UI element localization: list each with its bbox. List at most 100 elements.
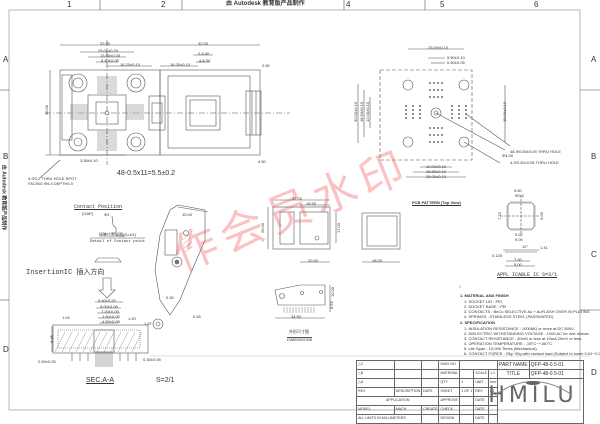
dim-label: 30.00 <box>44 104 50 116</box>
dim-label: 0.45 <box>193 314 201 319</box>
dim-label: 0.30 <box>166 295 174 300</box>
dim-label: 9.40±0.20 <box>98 298 116 303</box>
field-label: MATERIAL <box>438 369 461 379</box>
contact-detail-caption-cn: 接触位置详图(S=4/1) <box>99 232 137 237</box>
dim-label: 17.00 <box>336 222 342 234</box>
dim-label: 4.50 <box>258 159 266 164</box>
field-value <box>459 360 498 370</box>
dim-label: 1.04 <box>62 315 70 320</box>
dim-label: Φ0.3 <box>515 193 524 198</box>
dimensions-caption-cn: 外形尺寸图 <box>289 329 309 334</box>
dim-label: 0.125 <box>492 253 503 258</box>
dim-label: 7.20 <box>496 212 502 220</box>
header-cell: DATE <box>421 387 440 397</box>
dim-label: 16.20±0.10 <box>120 62 140 67</box>
callout: 4-Φ3.20±0.05 THRU HOLE <box>510 160 559 165</box>
zone-letter: D <box>591 368 597 377</box>
dim-label: 20.50 <box>308 258 319 263</box>
note-item: 2. DIELECTRIC WITHSTANDING VOLTAGE : 100… <box>464 331 590 336</box>
field-label: DWG NO <box>438 360 461 370</box>
dim-label: 4-6.30 <box>199 58 211 63</box>
dim-label: 1.41 <box>540 245 548 250</box>
part-name-value: QFP-48-0.5-01 <box>528 360 585 370</box>
dim-label: 10.00±0.10 <box>426 164 446 169</box>
dim-label: 8.40±0.08 <box>101 58 119 63</box>
note-item: 5. Life Span : 10,000 Times (Mechanical)… <box>464 346 538 351</box>
notes-section-title: 1. MATERIAL AND FINISH <box>460 293 509 298</box>
callout: 48-Φ0.55±0.05 THRU HOLE <box>510 149 561 154</box>
dim-label: 0.30±0.05 <box>143 357 161 362</box>
zone-number: 6 <box>534 0 539 9</box>
dim-label: 7.20±0.05 <box>101 309 119 314</box>
dim-label: 15.00 <box>182 212 193 217</box>
note-item: 2. SOCKET BASE : PEI <box>464 304 507 309</box>
contact-phi-label: Φ4 <box>104 212 110 217</box>
title-value: QFP-48-0.5-01 <box>528 369 585 379</box>
dim-label: 5.50 <box>514 188 522 193</box>
zone-letter: B <box>3 152 9 161</box>
dim-label: 32.00 <box>198 41 209 46</box>
rev-row-label: △B <box>356 369 395 379</box>
zone-letter: D <box>3 345 9 354</box>
field-label: CHECK <box>438 405 461 415</box>
dim-label: 9.00 <box>515 237 523 242</box>
zone-letter: C <box>591 250 597 259</box>
zone-number: 1 <box>67 0 72 9</box>
dim-label: 5.50±0.10 <box>447 55 465 60</box>
field-value: 1 OF 1 <box>459 387 475 397</box>
dim-label: 9.00±0.08 <box>100 304 118 309</box>
section-scale: S=2/1 <box>156 377 175 384</box>
dim-label: 10.00 <box>330 286 336 298</box>
note-item: 3. CONTACT RESISTANCE : 30mΩ or less at … <box>464 336 583 341</box>
dim-label: 12° <box>522 244 529 249</box>
header-cell: DESCRIPTION <box>393 387 423 397</box>
note-item: 4. OPERATION TEMPERATURE : -55°C~+150°C. <box>464 341 554 346</box>
field-label: APPROVE <box>438 396 461 406</box>
dim-label: 30.00±0.10 <box>353 102 358 122</box>
title-label: TITLE <box>497 369 530 379</box>
dim-label: 25.00±0.10 <box>426 174 446 179</box>
app-cell: CREATE <box>421 405 440 415</box>
dim-label: 12.00±0.10 <box>365 102 370 122</box>
dim-label: 29.00 <box>260 222 266 234</box>
field-value: 1:1 <box>488 369 498 379</box>
zone-letter: B <box>591 152 597 161</box>
dim-label: 2.50 <box>262 63 270 68</box>
contact-detail-caption-en: Detail of Contact point <box>90 240 146 244</box>
lead-pitch-note: 48-0.5x11=5.5±0.2 <box>117 170 176 177</box>
note-item: 1. INSULATION RESISTANCE : 1000MΩ or mor… <box>464 326 575 331</box>
dim-label: 37.00 <box>292 196 303 201</box>
dim-label: 18.50±0.10 <box>359 102 364 122</box>
zone-letter: A <box>3 55 9 64</box>
dim-label: 9.45 <box>48 335 54 343</box>
dim-label: 1.87 <box>144 321 152 326</box>
dim-label: 1.60±0.05 <box>102 314 120 319</box>
insertion-direction-label: InsertionIC 插入方向 <box>26 269 105 277</box>
dim-label: 18.50 <box>306 201 317 206</box>
autodesk-watermark: 由 Autodesk 教育版产品制作 <box>226 1 305 7</box>
zone-letter: A <box>591 55 597 64</box>
dim-label: 7.00 <box>514 257 522 262</box>
note-item: 6. CONTACT FORCE : 25g~30g with contact … <box>464 351 600 356</box>
application-label: APPLICATION <box>355 396 440 406</box>
field-value: 1 <box>459 378 475 388</box>
contact-gap-label: (GAP) <box>82 211 94 216</box>
dim-label: 2-8.40 <box>198 51 210 56</box>
dim-label: 1.20 <box>128 316 136 321</box>
field-label: SCALE <box>473 369 489 379</box>
applicable-ic-caption: APPL ICABLE IC S=3/1 <box>497 272 558 278</box>
note-item: 1. SOCKET LID : PEI <box>464 299 502 304</box>
dim-label: 9.00 <box>538 212 544 220</box>
rev-row-label: △C <box>356 360 395 370</box>
part-name-label: PART NAME <box>497 360 530 370</box>
zone-number: 5 <box>440 0 445 9</box>
dim-label: 8.55 <box>328 301 334 309</box>
header-cell: REV <box>356 387 395 397</box>
field-label: SHEET <box>438 387 461 397</box>
dim-label: 34.50 <box>291 314 302 319</box>
dim-label: 32.00 <box>100 41 111 46</box>
pcb-pattern-title: PCB PATTERN (Top View) <box>412 200 461 205</box>
dim-label: 9.00 <box>514 262 522 267</box>
field-label: QTY <box>438 378 461 388</box>
